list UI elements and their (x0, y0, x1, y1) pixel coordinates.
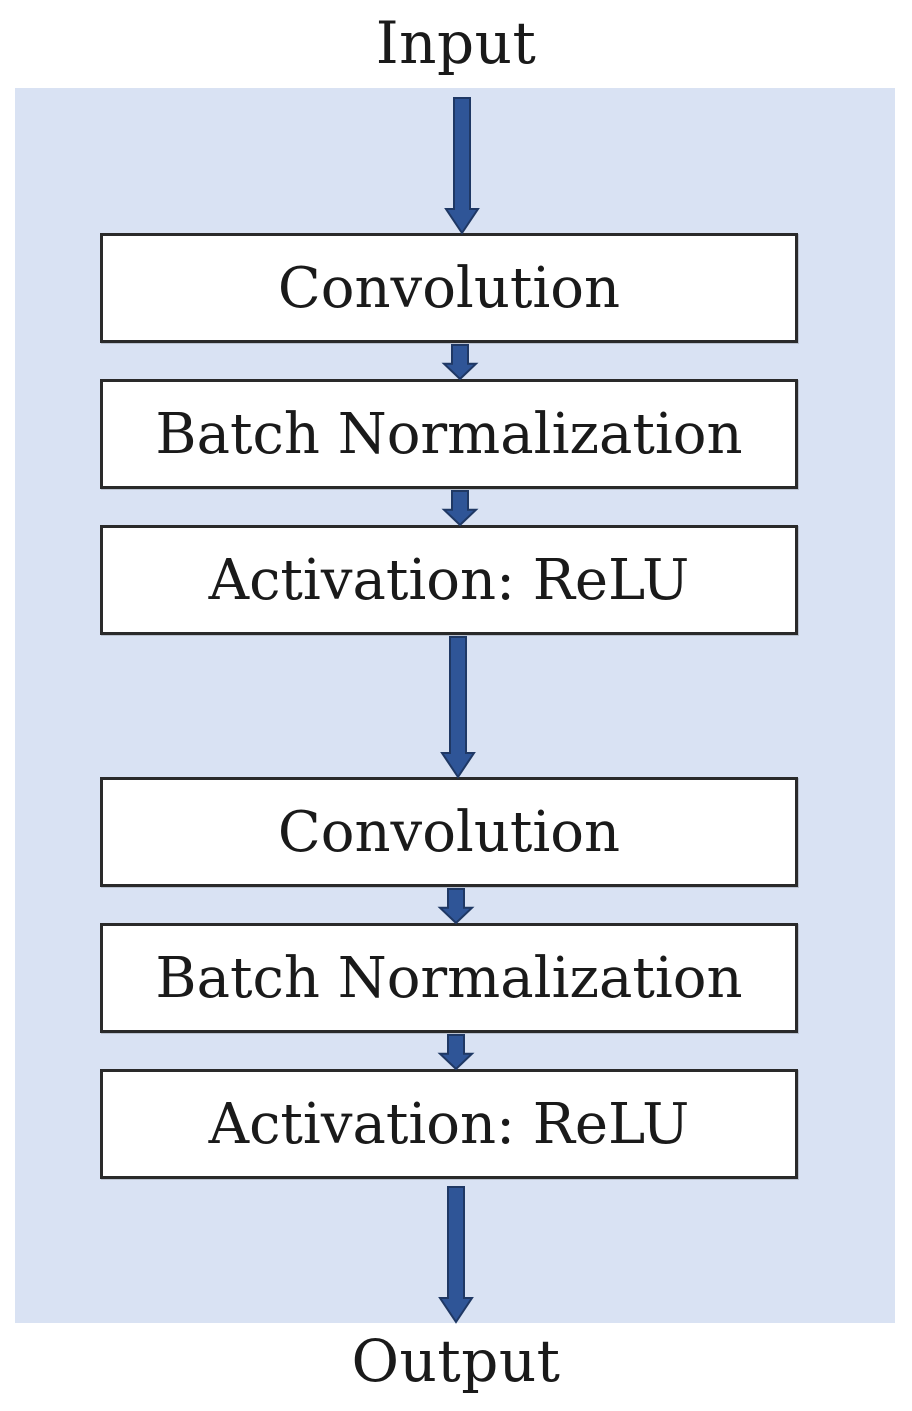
convolution-block-1: Convolution (100, 233, 798, 343)
activation-relu-block-2: Activation: ReLU (100, 1069, 798, 1179)
input-label: Input (375, 9, 537, 77)
batch-normalization-block-1: Batch Normalization (100, 379, 798, 489)
output-label: Output (351, 1327, 561, 1395)
convolution-block-2: Convolution (100, 777, 798, 887)
activation-relu-block-1: Activation: ReLU (100, 525, 798, 635)
batch-normalization-block-2: Batch Normalization (100, 923, 798, 1033)
